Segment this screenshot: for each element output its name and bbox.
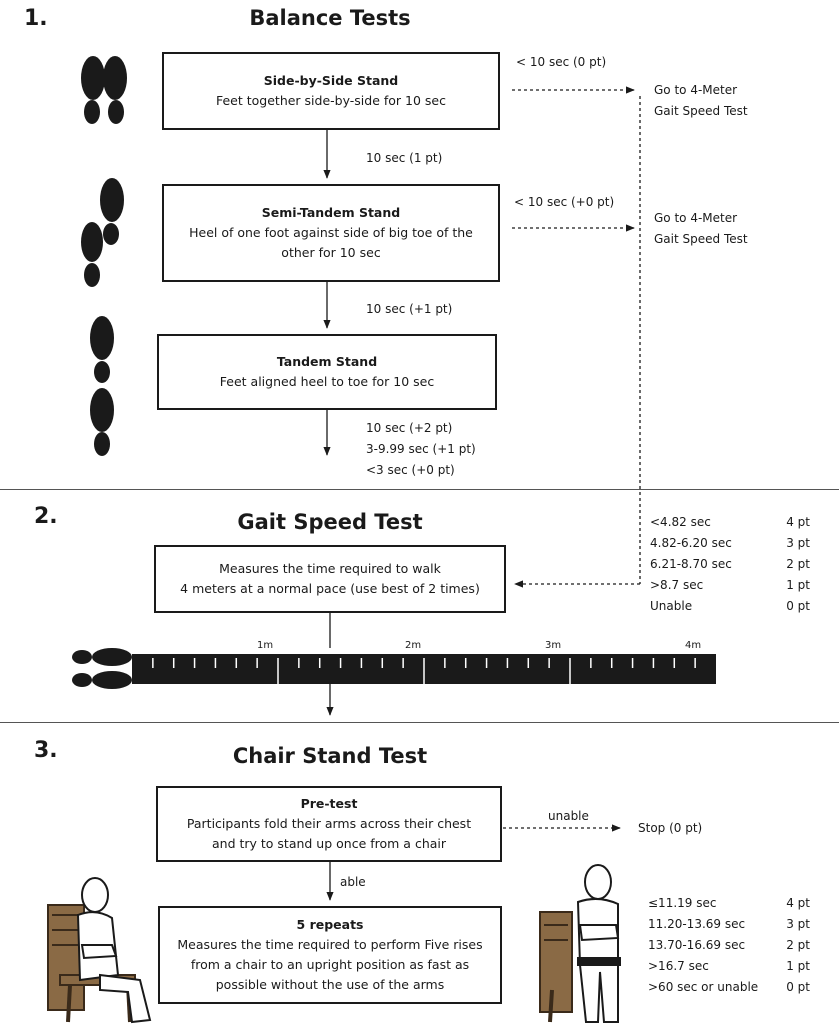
score-row: Unable 0 pt [650, 596, 810, 617]
score-range: Unable [650, 599, 693, 613]
score-range: <4.82 sec [650, 515, 711, 529]
box-text-line-2: and try to stand up once from a chair [211, 836, 447, 851]
score-points: 1 pt [786, 578, 810, 592]
score-points: 3 pt [786, 536, 810, 550]
score-range: 6.21-8.70 sec [650, 557, 732, 571]
score-row: >60 sec or unable 0 pt [648, 977, 810, 998]
box-text: Feet aligned heel to toe for 10 sec [219, 374, 435, 389]
score-row: ≤11.19 sec 4 pt [648, 893, 810, 914]
goto-text-2a: Go to 4-Meter [654, 211, 738, 225]
tandem-score-3: <3 sec (+0 pt) [366, 463, 455, 477]
box-semi-tandem: Semi-Tandem Stand Heel of one foot again… [162, 184, 500, 282]
meter-label-4m: 4m [685, 640, 702, 651]
box-5-repeats: 5 repeats Measures the time required to … [158, 906, 502, 1004]
section-number-2: 2. [34, 504, 58, 529]
score-range: >16.7 sec [648, 959, 709, 973]
box-title: Semi-Tandem Stand [261, 205, 401, 220]
score-row: >8.7 sec 1 pt [650, 575, 810, 596]
score-range: ≤11.19 sec [648, 896, 717, 910]
box-text: Feet together side-by-side for 10 sec [215, 93, 446, 108]
box-text-line-2: 4 meters at a normal pace (use best of 2… [180, 581, 480, 596]
score-range: 13.70-16.69 sec [648, 938, 746, 952]
section-number-1: 1. [24, 6, 48, 31]
score-row: 4.82-6.20 sec 3 pt [650, 533, 810, 554]
footprints-semi-tandem-icon [81, 178, 124, 287]
meter-label-1m: 1m [257, 640, 274, 651]
score-row: >16.7 sec 1 pt [648, 956, 810, 977]
box-text: Heel of one foot against side of big toe… [189, 225, 473, 260]
score-row: <4.82 sec 4 pt [650, 512, 810, 533]
section-divider-1 [0, 489, 839, 490]
chair-score-table: ≤11.19 sec 4 pt 11.20-13.69 sec 3 pt 13.70… [648, 893, 810, 998]
score-range: 11.20-13.69 sec [648, 917, 746, 931]
score-points: 2 pt [786, 938, 810, 952]
pass-label-1: 10 sec (1 pt) [366, 151, 443, 165]
box-title: Side-by-Side Stand [263, 73, 399, 88]
section-number-3: 3. [34, 738, 58, 763]
score-range: >8.7 sec [650, 578, 704, 592]
footprints-side-by-side-icon [81, 56, 127, 124]
section-divider-2 [0, 722, 839, 723]
box-title: 5 repeats [296, 917, 364, 932]
gait-score-table: <4.82 sec 4 pt 4.82-6.20 sec 3 pt 6.21-8.7… [650, 512, 810, 617]
box-pretest: Pre-test Participants fold their arms ac… [156, 786, 502, 862]
score-points: 4 pt [786, 515, 810, 529]
goto-text-2b: Gait Speed Test [654, 232, 748, 246]
score-range: >60 sec or unable [648, 980, 759, 994]
section-title-gait: Gait Speed Test [237, 510, 423, 534]
goto-text-1b: Gait Speed Test [654, 104, 748, 118]
tandem-score-1: 10 sec (+2 pt) [366, 421, 453, 435]
section-title-balance: Balance Tests [249, 6, 411, 30]
standing-person-illustration [539, 864, 621, 1023]
score-points: 3 pt [786, 917, 810, 931]
score-row: 11.20-13.69 sec 3 pt [648, 914, 810, 935]
walking-track [132, 654, 716, 684]
meter-label-2m: 2m [405, 640, 422, 651]
tandem-score-2: 3-9.99 sec (+1 pt) [366, 442, 476, 456]
fail-label-1: < 10 sec (0 pt) [516, 55, 607, 69]
score-row: 13.70-16.69 sec 2 pt [648, 935, 810, 956]
box-title: Tandem Stand [276, 354, 378, 369]
unable-label: unable [548, 809, 589, 823]
box-text-line-1: Participants fold their arms across thei… [186, 816, 472, 831]
score-points: 0 pt [786, 599, 810, 613]
seated-person-illustration [47, 877, 152, 1024]
box-title: Pre-test [300, 796, 358, 811]
score-points: 0 pt [786, 980, 810, 994]
goto-text-1a: Go to 4-Meter [654, 83, 738, 97]
fail-label-2: < 10 sec (+0 pt) [514, 195, 615, 209]
footprints-start-icon [72, 648, 132, 689]
score-range: 4.82-6.20 sec [650, 536, 732, 550]
score-row: 6.21-8.70 sec 2 pt [650, 554, 810, 575]
section-title-chair: Chair Stand Test [232, 744, 428, 768]
box-text: Measures the time required to perform Fi… [177, 937, 483, 992]
stop-label: Stop (0 pt) [638, 821, 703, 835]
score-points: 4 pt [786, 896, 810, 910]
score-points: 1 pt [786, 959, 810, 973]
meter-label-3m: 3m [545, 640, 562, 651]
box-gait-speed: Measures the time required to walk 4 met… [154, 545, 506, 613]
pass-label-2: 10 sec (+1 pt) [366, 302, 453, 316]
score-points: 2 pt [786, 557, 810, 571]
box-tandem: Tandem Stand Feet aligned heel to toe fo… [157, 334, 497, 410]
footprints-tandem-icon [90, 316, 114, 456]
box-side-by-side: Side-by-Side Stand Feet together side-by… [162, 52, 500, 130]
box-text-line-1: Measures the time required to walk [219, 561, 441, 576]
able-label: able [340, 875, 366, 889]
